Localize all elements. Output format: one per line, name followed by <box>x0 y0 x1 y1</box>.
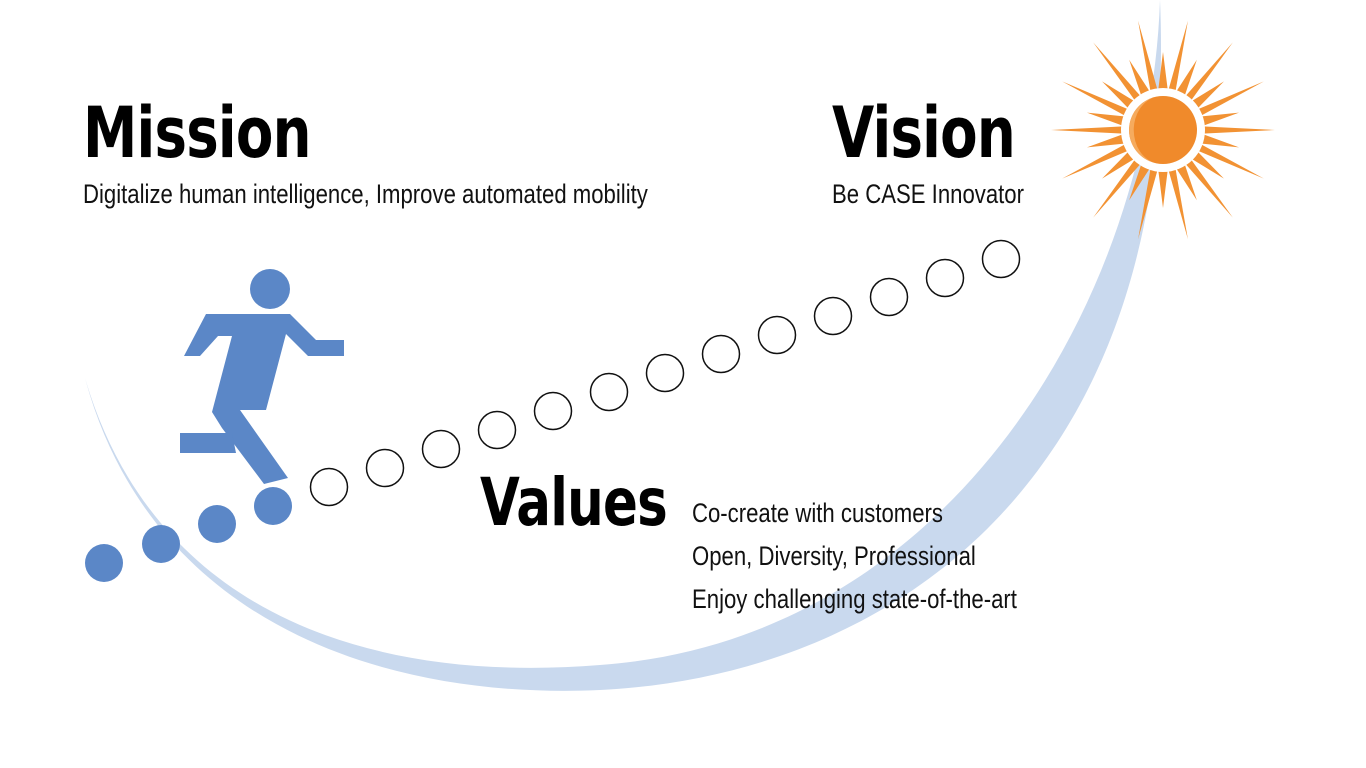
sun-ray <box>1129 163 1151 201</box>
sun-ray <box>1062 144 1129 179</box>
sun-ray <box>1197 144 1264 179</box>
sun-ray <box>1168 20 1188 92</box>
path-dot-outline <box>533 391 573 431</box>
mission-text: Digitalize human intelligence, Improve a… <box>83 179 648 209</box>
path-dot-outline <box>365 448 405 488</box>
sun-icon <box>1051 20 1275 240</box>
values-title: Values <box>480 464 668 541</box>
sun-ray <box>1158 52 1168 91</box>
path-dot-outline <box>421 429 461 469</box>
sun-ray <box>1158 169 1168 208</box>
path-dots <box>85 239 1021 582</box>
values-item: Enjoy challenging state-of-the-art <box>692 584 1017 614</box>
sun-ray <box>1129 59 1151 97</box>
sun-ray <box>1138 168 1158 240</box>
runner-head <box>250 269 290 309</box>
runner-back-leg <box>180 433 236 453</box>
sun-ray <box>1200 112 1240 126</box>
sun-ray <box>1185 42 1233 102</box>
path-dot-outline <box>869 277 909 317</box>
sun-highlight <box>1129 97 1155 163</box>
sun-ray <box>1197 81 1264 116</box>
sun-ray <box>1102 151 1135 179</box>
sun-ray <box>1175 163 1197 201</box>
mission-title: Mission <box>83 92 311 174</box>
path-dot-filled <box>85 544 123 582</box>
path-dot-outline <box>477 410 517 450</box>
path-dot-filled <box>198 505 236 543</box>
sun-ray <box>1093 158 1141 218</box>
sun-ray <box>1086 112 1126 126</box>
sun-ray <box>1185 158 1233 218</box>
path-dot-outline <box>589 372 629 412</box>
sun-ray <box>1168 168 1188 240</box>
path-dot-outline <box>813 296 853 336</box>
path-dot-filled <box>142 525 180 563</box>
path-dot-outline <box>701 334 741 374</box>
sun-ray <box>1175 59 1197 97</box>
sun-ray <box>1093 42 1141 102</box>
sun-ray <box>1200 134 1240 148</box>
running-person-icon <box>180 269 344 484</box>
path-dot-filled <box>254 487 292 525</box>
vision-text: Be CASE Innovator <box>832 179 1024 209</box>
sun-ray <box>1191 151 1224 179</box>
sun-ray <box>1051 126 1124 134</box>
runner-body <box>184 314 344 484</box>
path-dot-outline <box>925 258 965 298</box>
sun-ray <box>1191 81 1224 109</box>
path-dot-outline <box>981 239 1021 279</box>
path-dot-outline <box>645 353 685 393</box>
sun-ray <box>1202 126 1275 134</box>
sun-core <box>1129 96 1197 164</box>
values-item: Open, Diversity, Professional <box>692 541 976 571</box>
values-list: Co-create with customers Open, Diversity… <box>692 492 1017 621</box>
path-dot-outline <box>309 467 349 507</box>
sun-ray <box>1086 134 1126 148</box>
values-item: Co-create with customers <box>692 498 944 528</box>
sun-ray <box>1138 20 1158 92</box>
path-dot-outline <box>757 315 797 355</box>
sun-ray <box>1102 81 1135 109</box>
sun-ray <box>1062 81 1129 116</box>
vision-title: Vision <box>832 92 1016 174</box>
